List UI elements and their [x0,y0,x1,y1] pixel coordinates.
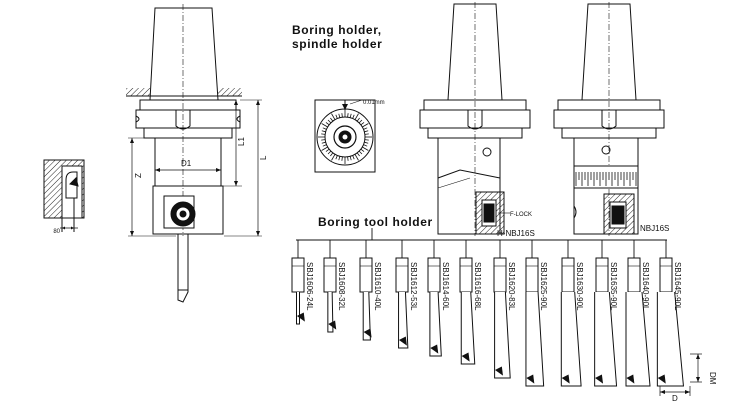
tool-tree-lines [296,228,667,241]
boring-tool: SBJ1608-32L [323,240,346,333]
insert-tip [398,336,407,346]
insert-tip [626,374,635,384]
boring-tool-holder-title: Boring tool holder [318,215,433,229]
insert-tip [461,352,470,362]
insert-tip [561,374,570,384]
dim-Z-label: Z [134,173,143,178]
insert-tip [595,374,604,384]
boring-tool: SBJ1635-90L [594,240,618,387]
holder-h-nbj16s [419,2,531,236]
insert-tip [363,328,372,338]
insert-tip [296,312,305,322]
spindle-holder-title: spindle holder [292,37,382,51]
insert-tip [495,366,503,376]
boring-tools-row: SBJ1606-24L SBJ1608-32L SBJ1610-40L SBJ1612… [291,240,684,387]
boring-tool: SBJ1625-90L [525,240,548,387]
boring-tool: SBJ1606-24L [291,240,314,325]
boring-tool: SBJ1630-90L [560,240,584,387]
tool-label: SBJ1630-90L [575,262,584,311]
boring-tool: SBJ1645-90L [656,240,684,387]
tool-label: SBJ1612-53L [409,262,418,311]
bore-detail-view [43,159,85,232]
tool-label: SBJ1625-90L [539,262,548,311]
tool-label: SBJ1614-60L [441,262,450,311]
boring-tool: SBJ1612-53L [395,240,418,349]
dim-D-label: D [672,394,678,403]
tool-shank [493,257,507,293]
boring-holder-title: Boring holder, [292,23,382,37]
tool-label: SBJ1640-90L [641,262,650,311]
tool-shank [459,257,473,293]
tool-dimensions [659,353,702,396]
tool-bar [525,291,545,387]
adjusting-dial [314,99,376,173]
dim-D1-label: D1 [181,159,192,168]
boring-tool: SBJ1616-68L [459,240,482,365]
tool-label: SBJ1620-83L [507,262,516,311]
tool-label: SBJ1645-90L [673,262,682,311]
tool-shank [323,257,337,293]
tool-shank [395,257,409,293]
tool-bar [327,291,334,333]
dim-L1-label: L1 [237,137,246,146]
tool-shank [359,257,373,293]
boring-tool: SBJ1614-60L [427,240,450,357]
dial-unit-label: 0.01mm [363,100,385,106]
tool-bar [494,291,511,379]
tool-label: SBJ1608-32L [337,262,346,311]
tool-bar [429,291,442,357]
tool-shank [427,257,441,293]
tool-shank [659,257,673,293]
boring-tool: SBJ1640-90L [625,240,651,387]
tool-label: SBJ1610-40L [373,262,382,311]
tool-shank [627,257,641,293]
tool-label: SBJ1606-24L [305,262,314,311]
tool-label: SBJ1635-90L [609,262,618,311]
tool-bar [398,291,409,349]
knurled-dial-band [575,172,637,186]
boring-tool: SBJ1610-40L [359,240,382,341]
main-boring-holder [126,4,262,303]
tool-bar [594,291,618,387]
tool-bar [460,291,476,365]
dim-80-label: 80 [53,229,60,235]
tool-shank [595,257,609,293]
f-lock-label: F-LOCK [510,212,532,218]
boring-tool: SBJ1620-83L [493,240,516,379]
tool-bar [656,291,684,387]
holder-h-nbj16s-label: H-NBJ16S [497,229,535,238]
tool-label: SBJ1616-68L [473,262,482,311]
tool-bar [362,291,371,341]
holder-nbj16s [553,2,665,236]
insert-tip [328,320,337,330]
holder-nbj16s-label: NBJ16S [640,224,669,233]
insert-tip [657,374,666,384]
dim-L-label: L [259,155,268,160]
tool-bar [625,291,651,387]
tool-shank [525,257,539,293]
dim-DM-label: DM [708,372,717,385]
tool-shank [561,257,575,293]
tool-shank [291,257,305,293]
insert-tip [430,344,439,354]
insert-tip [526,374,535,384]
tool-bar [296,292,300,325]
tool-bar [560,291,582,387]
dial-ticks [318,110,372,164]
